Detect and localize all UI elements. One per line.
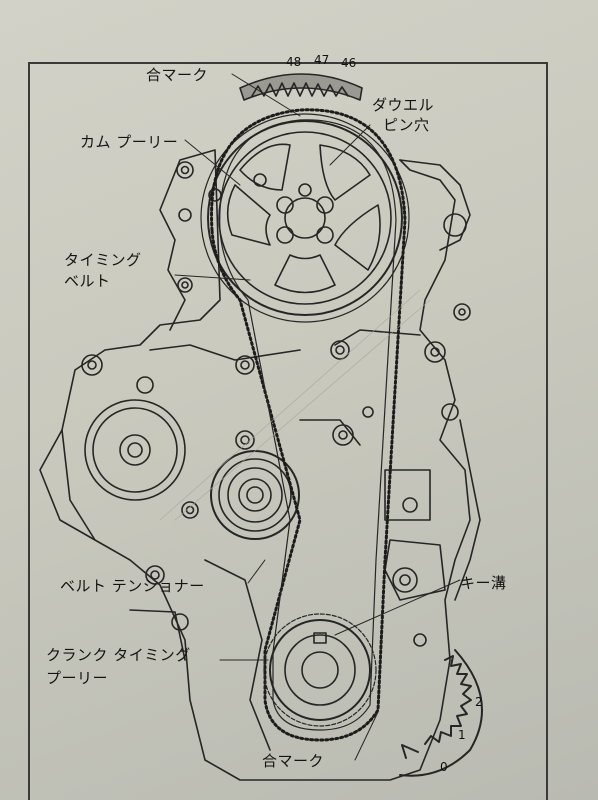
bolt-group <box>81 161 471 647</box>
label-dowel-pin-hole-2: ピン穴 <box>383 116 430 134</box>
cylinder-head-right <box>399 159 471 251</box>
leader-lines <box>174 73 461 761</box>
scale-number-1: 1 <box>458 728 466 742</box>
label-dowel-pin-hole-1: ダウエル <box>372 96 435 114</box>
water-pump-pulley <box>84 399 186 501</box>
label-timing-mark-top: 合マーク <box>146 66 209 84</box>
scale-number-2: 2 <box>475 695 483 709</box>
scale-number-0: 0 <box>440 760 448 774</box>
label-timing-belt-1: タイミング <box>64 251 142 269</box>
label-crank-pulley-2: プーリー <box>46 669 109 687</box>
tooth-number-47: 47 <box>314 53 330 67</box>
crank-scale-inset <box>399 649 483 777</box>
timing-belt <box>210 108 407 742</box>
engine-block-outline <box>61 149 471 781</box>
crank-timing-pulley <box>263 613 377 727</box>
label-crank-pulley-1: クランク タイミング <box>46 646 191 664</box>
label-timing-belt-2: ベルト <box>64 272 111 290</box>
label-belt-tensioner: ベルト テンショナー <box>60 577 205 595</box>
diagram-frame <box>28 62 548 800</box>
tooth-number-48: 48 <box>286 55 302 69</box>
label-timing-mark-bottom: 合マーク <box>262 752 325 770</box>
top-gear-inset <box>239 73 363 101</box>
watermark <box>159 289 431 521</box>
tooth-number-46: 46 <box>341 56 357 70</box>
cam-pulley <box>200 113 410 323</box>
label-keyway: キー溝 <box>460 574 507 592</box>
label-cam-pulley: カム プーリー <box>80 133 179 151</box>
